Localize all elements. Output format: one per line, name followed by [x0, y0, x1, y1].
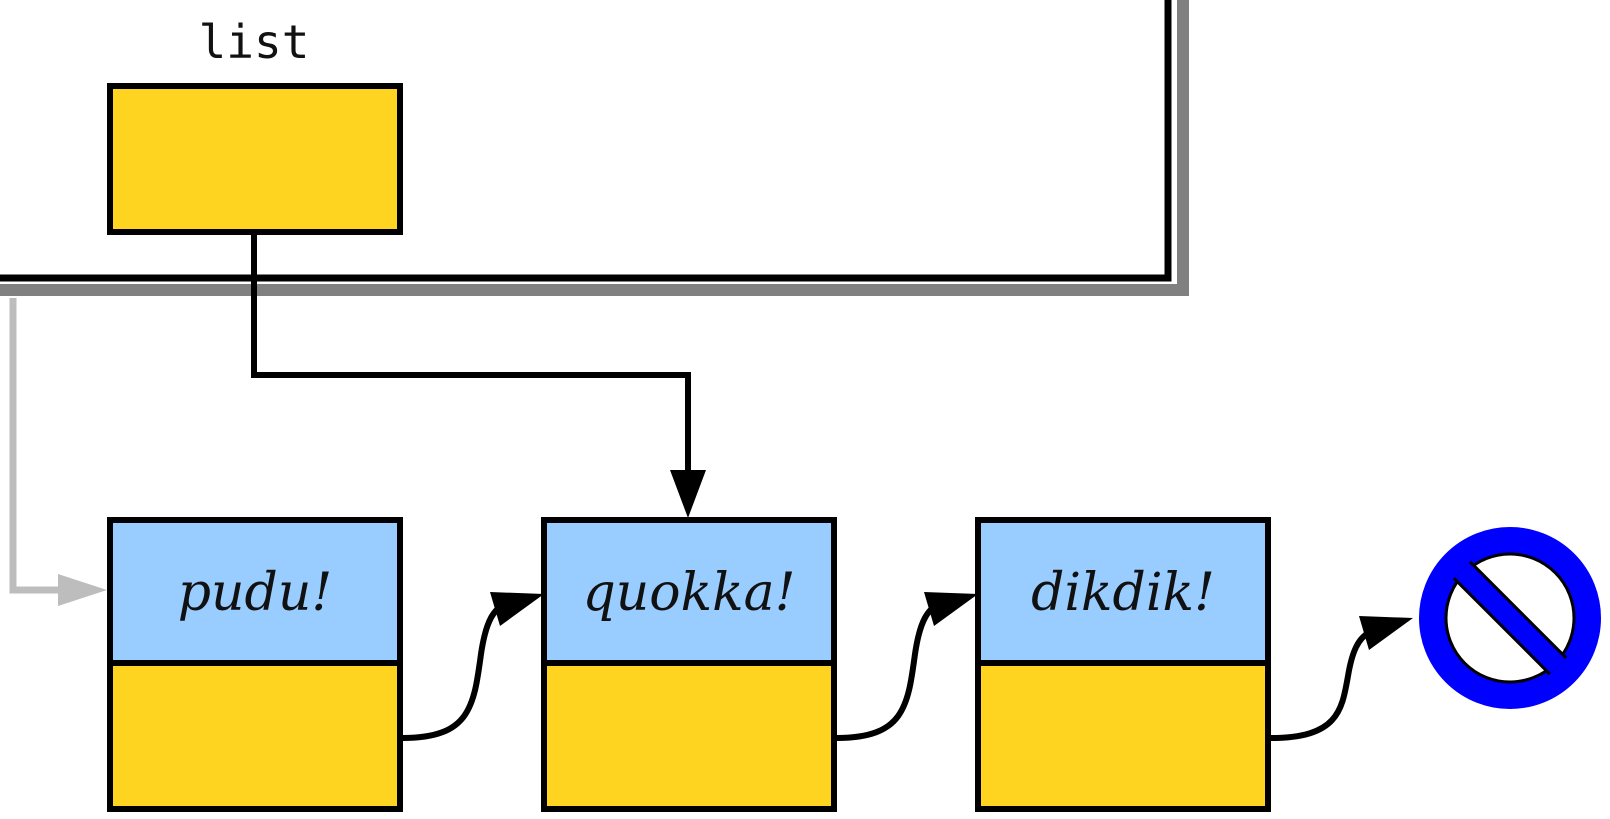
stack-frame: [0, 0, 1189, 296]
next-pointer-arrow-2: [836, 592, 978, 741]
next-pointer-arrow-3: [1270, 616, 1413, 741]
node-value-text: pudu!: [178, 563, 332, 623]
node-next-cell: [975, 660, 1271, 812]
node-value-cell: [107, 517, 403, 666]
list-node-1: pudu!: [107, 517, 403, 812]
list-node-3: dikdik!: [975, 517, 1271, 812]
null-prohibited-icon: [1419, 527, 1601, 709]
list-node-2: quokka!: [541, 517, 837, 812]
next-pointer-arrow-1: [402, 592, 544, 741]
variable-list-box: [107, 83, 403, 235]
node-next-cell: [541, 660, 837, 812]
node-value-text: quokka!: [582, 563, 795, 623]
node-value-text: dikdik!: [1031, 563, 1215, 623]
stack-frame-shadow: [0, 0, 1189, 296]
stack-frame-border: [0, 0, 1172, 282]
node-value-cell: [975, 517, 1271, 666]
node-next-cell: [107, 660, 403, 812]
variable-name-label: list: [199, 15, 310, 69]
list-pointer-arrow: [251, 232, 706, 518]
stale-pointer-arrow: [9, 298, 107, 606]
